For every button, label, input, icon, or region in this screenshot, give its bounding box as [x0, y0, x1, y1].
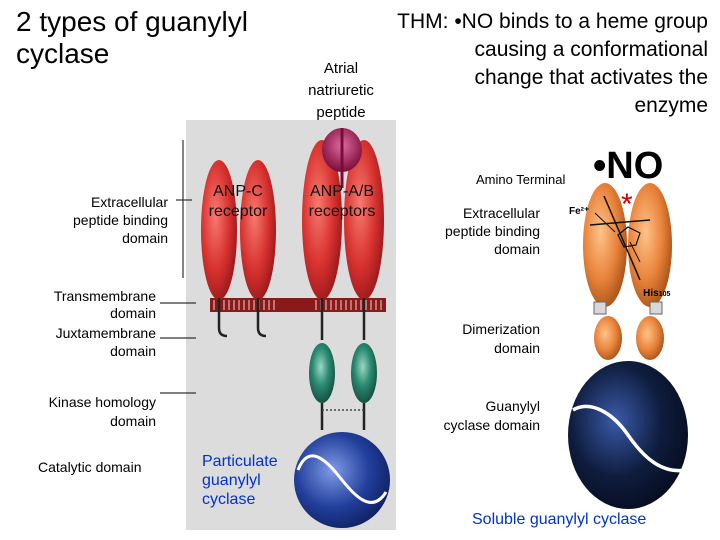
anp-c-receptor	[201, 160, 276, 338]
label-juxtamembrane: Juxtamembrane domain	[55, 325, 156, 359]
label-particulate-caption: Particulate guanylyl cyclase	[202, 453, 278, 508]
label-extracellular-left: Extracellular peptide binding domain	[73, 194, 168, 246]
anp-ab-receptor	[294, 128, 390, 528]
label-dimerization: Dimerization domain	[462, 321, 540, 356]
label-guanylyl-domain: Guanylyl cyclase domain	[443, 398, 541, 433]
label-his: His105	[632, 276, 670, 313]
left-bracket-lines	[160, 140, 196, 394]
his-text: His	[643, 288, 659, 299]
label-anp-ab-receptors: ANP-A/B receptors	[308, 183, 376, 220]
his-number: 105	[658, 291, 671, 298]
soluble-guanylyl-cyclase	[568, 183, 688, 509]
label-soluble-caption: Soluble guanylyl cyclase	[472, 511, 647, 528]
page-title: 2 types of guanylyl cyclase	[16, 6, 248, 69]
label-no: •NO	[593, 145, 664, 187]
label-amino-terminal: Amino Terminal	[476, 172, 566, 187]
label-fe: Fe²⁺	[569, 206, 590, 217]
label-catalytic: Catalytic domain	[38, 459, 142, 475]
membrane-strip	[210, 298, 386, 312]
label-transmembrane: Transmembrane domain	[53, 288, 156, 321]
no-star: *	[621, 188, 633, 221]
label-extracellular-soluble: Extracellular peptide binding domain	[445, 205, 540, 257]
label-atrial-peptide: Atrial natriuretic peptide	[308, 60, 374, 121]
label-kinase-homology: Kinase homology domain	[48, 394, 156, 429]
thm-note: THM: •NO binds to a heme group causing a…	[397, 10, 708, 117]
label-anp-c-receptor: ANP-C receptor	[208, 183, 268, 220]
